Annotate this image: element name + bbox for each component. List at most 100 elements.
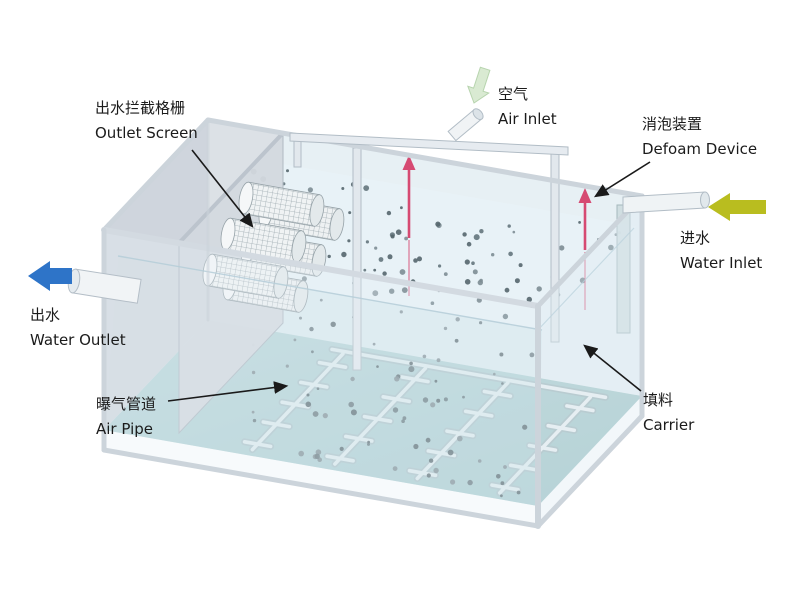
carrier-dot xyxy=(251,370,256,375)
carrier-dot xyxy=(401,287,408,293)
air-inlet-arrow-icon xyxy=(467,66,491,104)
partition-top-edge xyxy=(177,131,285,245)
carrier-dot xyxy=(293,338,297,342)
outlet-screen-pointer xyxy=(191,149,254,228)
carrier-dot xyxy=(500,481,505,486)
carrier-dot xyxy=(500,494,503,498)
carrier-dot xyxy=(462,232,467,237)
carrier-dot xyxy=(314,453,320,459)
carrier-dot xyxy=(578,221,581,224)
carrier-dot xyxy=(312,411,319,417)
air-pipe-segment xyxy=(261,420,292,429)
carrier-dot xyxy=(330,321,336,327)
water-outlet-arrow-icon xyxy=(28,261,72,291)
air-pipe-segment xyxy=(527,443,558,452)
carrier-dot xyxy=(386,210,392,216)
carrier-dot xyxy=(579,277,586,284)
label-air-pipe-zh: 曝气管道 xyxy=(96,395,157,413)
carrier-dot xyxy=(499,352,504,357)
carrier-dot xyxy=(374,246,378,250)
label-air-pipe-en: Air Pipe xyxy=(96,420,153,438)
carrier-dot xyxy=(378,257,384,262)
carrier-dot xyxy=(426,473,431,478)
carrier-dot xyxy=(322,413,328,419)
air-pipe-grid xyxy=(241,345,609,497)
water-inlet-pipe xyxy=(622,191,710,214)
air-pipe-segment xyxy=(565,404,595,413)
carrier-dot xyxy=(409,361,413,366)
carrier-dot xyxy=(390,234,395,239)
air-pipe-segment xyxy=(333,366,428,466)
carrier-dot xyxy=(350,376,355,382)
label-carrier: 填料 Carrier xyxy=(643,388,694,438)
carrier-dot xyxy=(376,365,379,368)
edge xyxy=(535,413,645,529)
carrier-dot xyxy=(464,259,470,265)
water-inlet-arrow-icon xyxy=(708,193,766,221)
carrier-dot xyxy=(301,276,307,282)
carrier-dot xyxy=(413,258,418,263)
carrier-dot xyxy=(347,239,351,243)
carrier-dot xyxy=(422,354,427,359)
label-air-inlet-zh: 空气 xyxy=(498,85,529,103)
carrier-dot xyxy=(394,376,400,382)
carrier-dot xyxy=(399,269,406,275)
carrier-dot xyxy=(404,236,408,241)
label-defoam-device: 消泡装置 Defoam Device xyxy=(642,112,757,162)
air-pipe-segment xyxy=(280,400,310,409)
carrier-dot xyxy=(389,288,395,294)
carrier-dot xyxy=(491,253,495,257)
tank-edges xyxy=(101,117,645,529)
carrier-dot xyxy=(434,379,438,383)
carrier-dot xyxy=(447,449,454,456)
edge xyxy=(205,117,645,199)
carrier-dot xyxy=(608,244,614,251)
carrier-dot xyxy=(473,234,480,241)
carrier-dot xyxy=(315,449,322,456)
label-defoam-device-zh: 消泡装置 xyxy=(642,115,703,133)
air-pipe-segment xyxy=(490,483,520,492)
air-pipe-segment xyxy=(400,375,430,384)
air-pipe-pointer xyxy=(167,381,289,402)
edge xyxy=(535,193,645,309)
label-outlet-screen: 出水拦截格栅 Outlet Screen xyxy=(95,96,198,146)
carrier-dot xyxy=(502,313,509,320)
carrier-dot xyxy=(518,263,523,268)
air-pipe-segment xyxy=(250,352,345,452)
carrier-dot xyxy=(363,268,367,272)
carrier-dot xyxy=(472,269,478,275)
carrier-dot xyxy=(395,229,402,235)
carrier-dot xyxy=(422,397,429,403)
carrier-dot xyxy=(467,479,473,486)
carrier-dot xyxy=(372,290,379,297)
air-pipe-segment xyxy=(463,409,494,418)
label-air-inlet-en: Air Inlet xyxy=(498,110,557,128)
carrier-dot xyxy=(286,169,289,173)
carrier-dot xyxy=(285,364,289,368)
carrier-dot xyxy=(430,301,435,306)
label-outlet-screen-zh: 出水拦截格栅 xyxy=(95,99,186,117)
carrier-dot xyxy=(387,254,393,260)
carrier-dot xyxy=(428,458,434,463)
carrier-dot xyxy=(341,251,347,258)
defoam-pointer xyxy=(593,161,651,198)
frame-post xyxy=(293,138,302,168)
carrier-dot xyxy=(299,316,302,320)
carrier-dot xyxy=(454,338,459,343)
carrier-dot xyxy=(435,221,441,227)
carrier-dot xyxy=(408,366,415,373)
carrier-dot xyxy=(252,418,257,423)
air-pipe-segment xyxy=(298,380,329,389)
carrier-dot xyxy=(367,442,370,446)
spray-arrow-head xyxy=(402,155,416,170)
air-pipe-segment xyxy=(445,429,475,438)
edge xyxy=(101,227,541,309)
carrier-dot xyxy=(392,407,399,413)
carrier-dot xyxy=(503,465,507,469)
frame-beam xyxy=(289,132,569,156)
carrier-dot xyxy=(512,230,516,234)
carrier-dot xyxy=(399,310,403,314)
label-air-inlet: 空气 Air Inlet xyxy=(498,82,557,132)
carrier-dot xyxy=(508,251,513,257)
